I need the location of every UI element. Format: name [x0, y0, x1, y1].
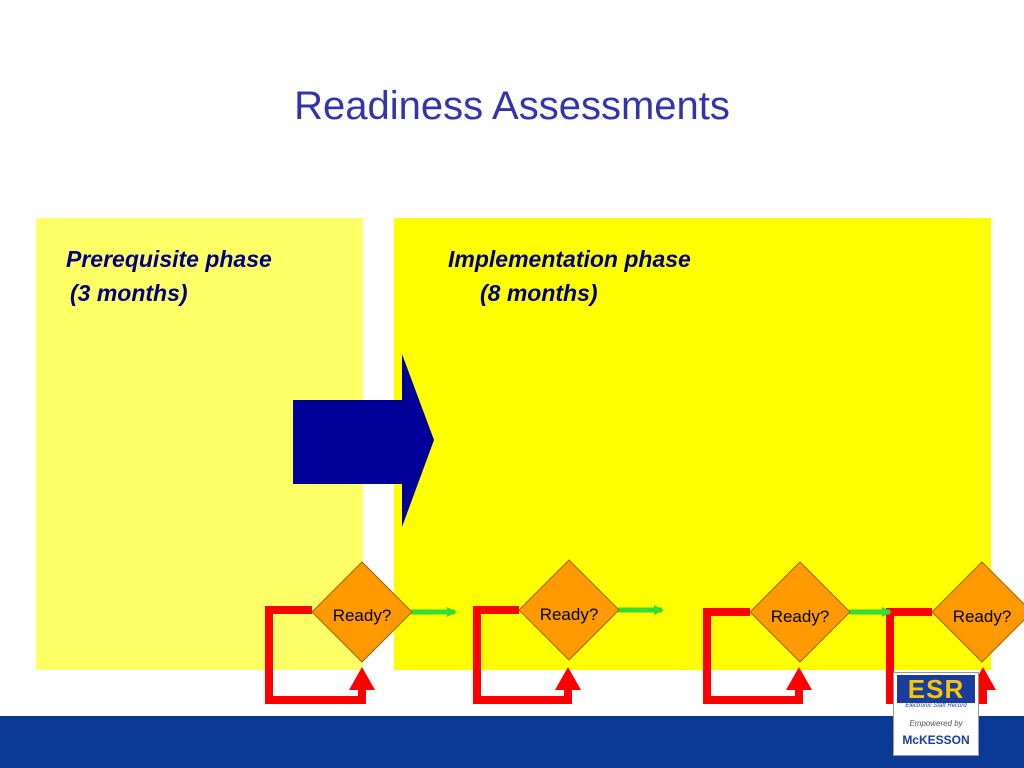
decision-label-2: Ready?: [539, 605, 599, 624]
implementation-phase-duration: (8 months): [480, 280, 598, 306]
prerequisite-phase-duration: (3 months): [70, 280, 188, 306]
feedback-loop-3: [703, 608, 812, 704]
esr-mckesson-logo: ESR Electronic Staff Record Empowered by…: [893, 672, 979, 756]
decision-label-3: Ready?: [770, 607, 830, 626]
prerequisite-phase-name: Prerequisite phase: [66, 246, 272, 272]
decision-diamond-3: [749, 561, 851, 663]
implementation-phase-panel: [394, 218, 991, 670]
prerequisite-phase-label: Prerequisite phase (3 months): [66, 242, 272, 310]
empowered-by-text: Empowered by: [909, 719, 963, 728]
decision-diamond-2: [518, 559, 620, 661]
implementation-phase-name: Implementation phase: [448, 246, 691, 272]
implementation-phase-label: Implementation phase (8 months): [448, 242, 691, 310]
feedback-loop-1: [265, 606, 375, 704]
decision-diamond-4: [931, 561, 1024, 663]
esr-logo-subtitle: Electronic Staff Record: [905, 703, 967, 709]
slide-title: Readiness Assessments: [294, 84, 730, 128]
footer-bar: [0, 716, 1024, 768]
phase-transition-arrow: [293, 354, 434, 527]
esr-logo-text: ESR: [897, 675, 975, 703]
feedback-loop-2: [473, 606, 581, 704]
mckesson-logo-text: McKESSON: [902, 733, 970, 747]
decision-label-1: Ready?: [332, 606, 392, 625]
decision-label-4: Ready?: [952, 607, 1012, 626]
decision-diamond-1: [311, 561, 413, 663]
